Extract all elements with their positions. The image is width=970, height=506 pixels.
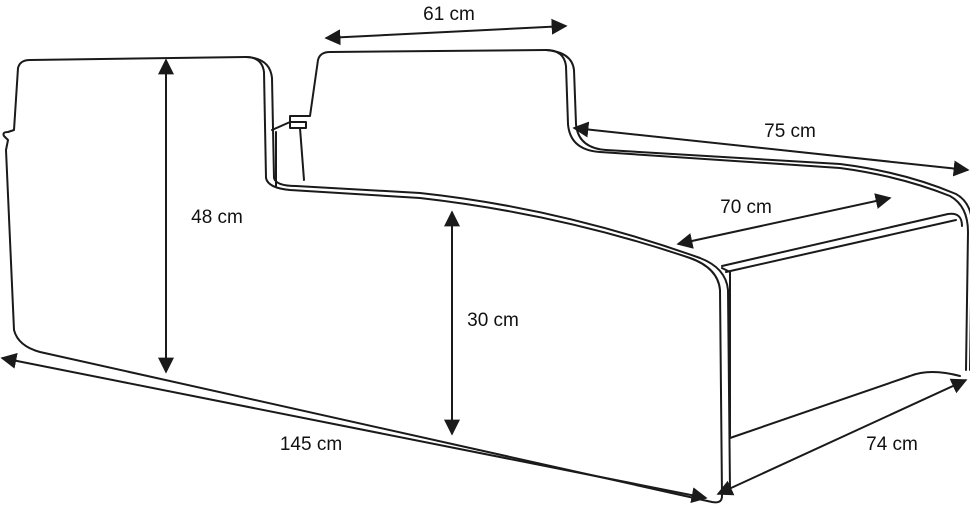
bed-outline — [2, 49, 970, 504]
length-arrow — [0, 352, 708, 504]
inner-depth-label: 70 cm — [720, 197, 772, 218]
side-depth-arrow — [572, 121, 970, 177]
front-panel-edge — [245, 56, 731, 491]
top-width-label: 61 cm — [423, 4, 475, 25]
length-label: 145 cm — [280, 434, 342, 455]
headboard-front-panel — [2, 56, 723, 504]
headboard-height-label: 48 cm — [191, 207, 243, 228]
mattress-front — [725, 219, 961, 439]
dimension-arrows — [0, 18, 970, 504]
base-width-label: 74 cm — [866, 434, 918, 455]
headboard-back-step — [271, 49, 969, 371]
side-height-label: 30 cm — [467, 310, 519, 331]
dimension-labels: 61 cm 75 cm 70 cm 48 cm 30 cm 145 cm 74 … — [186, 4, 918, 455]
mattress-top — [721, 212, 963, 267]
top-width-arrow — [324, 18, 568, 46]
inner-back-wall — [275, 121, 307, 187]
side-depth-label: 75 cm — [764, 121, 816, 142]
inner-depth-arrow — [676, 193, 892, 249]
base-width-arrow — [716, 378, 968, 496]
